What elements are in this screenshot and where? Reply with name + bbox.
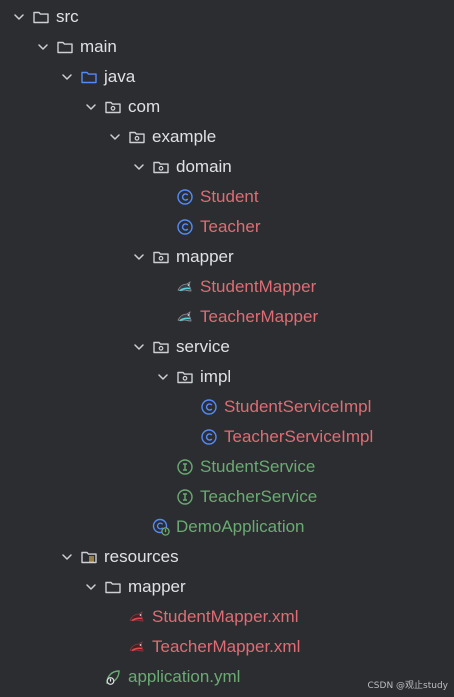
chevron-down-icon[interactable] bbox=[12, 10, 26, 24]
mybatis-mapper-icon bbox=[176, 278, 194, 296]
tree-item-label: Student bbox=[200, 187, 259, 206]
folder-icon bbox=[104, 578, 122, 596]
tree-item-label: StudentServiceImpl bbox=[224, 397, 372, 416]
tree-item[interactable]: StudentService bbox=[0, 452, 454, 482]
tree-item[interactable]: resources bbox=[0, 542, 454, 572]
tree-item-label: TeacherServiceImpl bbox=[224, 427, 374, 446]
class-icon bbox=[200, 398, 218, 416]
package-icon bbox=[104, 98, 122, 116]
chevron-down-icon[interactable] bbox=[108, 130, 122, 144]
class-icon bbox=[176, 218, 194, 236]
tree-item-label: mapper bbox=[128, 577, 186, 596]
tree-item[interactable]: com bbox=[0, 92, 454, 122]
chevron-down-icon[interactable] bbox=[132, 340, 146, 354]
mybatis-mapper-icon bbox=[176, 308, 194, 326]
tree-item-label: StudentMapper.xml bbox=[152, 607, 299, 626]
tree-item-label: java bbox=[104, 67, 136, 86]
tree-item[interactable]: DemoApplication bbox=[0, 512, 454, 542]
tree-item-label: com bbox=[128, 97, 161, 116]
tree-item-label: src bbox=[56, 7, 79, 26]
tree-item-label: main bbox=[80, 37, 117, 56]
tree-item[interactable]: domain bbox=[0, 152, 454, 182]
mybatis-xml-icon bbox=[128, 608, 146, 626]
tree-item[interactable]: TeacherMapper.xml bbox=[0, 632, 454, 662]
tree-item-label: resources bbox=[104, 547, 179, 566]
tree-item-label: StudentMapper bbox=[200, 277, 317, 296]
tree-item[interactable]: main bbox=[0, 32, 454, 62]
resources-folder-icon bbox=[80, 548, 98, 566]
package-icon bbox=[128, 128, 146, 146]
tree-item[interactable]: StudentMapper.xml bbox=[0, 602, 454, 632]
tree-item[interactable]: Student bbox=[0, 182, 454, 212]
tree-item[interactable]: StudentServiceImpl bbox=[0, 392, 454, 422]
tree-item[interactable]: Teacher bbox=[0, 212, 454, 242]
tree-item-label: impl bbox=[200, 367, 232, 386]
chevron-down-icon[interactable] bbox=[60, 550, 74, 564]
interface-icon bbox=[176, 488, 194, 506]
tree-item[interactable]: StudentMapper bbox=[0, 272, 454, 302]
class-icon bbox=[200, 428, 218, 446]
package-icon bbox=[152, 158, 170, 176]
tree-item-label: TeacherMapper bbox=[200, 307, 319, 326]
chevron-down-icon[interactable] bbox=[156, 370, 170, 384]
mybatis-xml-icon bbox=[128, 638, 146, 656]
folder-icon bbox=[32, 8, 50, 26]
folder-icon bbox=[56, 38, 74, 56]
package-icon bbox=[152, 338, 170, 356]
tree-item-label: mapper bbox=[176, 247, 234, 266]
tree-item[interactable]: TeacherServiceImpl bbox=[0, 422, 454, 452]
tree-item[interactable]: example bbox=[0, 122, 454, 152]
chevron-down-icon[interactable] bbox=[60, 70, 74, 84]
tree-item[interactable]: java bbox=[0, 62, 454, 92]
tree-item-label: Teacher bbox=[200, 217, 261, 236]
tree-item-label: application.yml bbox=[128, 667, 241, 686]
tree-item[interactable]: TeacherService bbox=[0, 482, 454, 512]
tree-item-label: domain bbox=[176, 157, 232, 176]
tree-item-label: TeacherMapper.xml bbox=[152, 637, 301, 656]
chevron-down-icon[interactable] bbox=[84, 100, 98, 114]
source-folder-icon bbox=[80, 68, 98, 86]
chevron-down-icon[interactable] bbox=[132, 250, 146, 264]
watermark: CSDN @观止study bbox=[367, 681, 448, 691]
tree-item[interactable]: mapper bbox=[0, 242, 454, 272]
package-icon bbox=[176, 368, 194, 386]
tree-item-label: service bbox=[176, 337, 230, 356]
spring-yml-icon bbox=[104, 668, 122, 686]
tree-item-label: StudentService bbox=[200, 457, 316, 476]
class-icon bbox=[176, 188, 194, 206]
spring-boot-class-icon bbox=[152, 518, 170, 536]
interface-icon bbox=[176, 458, 194, 476]
chevron-down-icon[interactable] bbox=[132, 160, 146, 174]
tree-item-label: DemoApplication bbox=[176, 517, 305, 536]
tree-item[interactable]: src bbox=[0, 2, 454, 32]
chevron-down-icon[interactable] bbox=[36, 40, 50, 54]
tree-item-label: example bbox=[152, 127, 217, 146]
tree-item[interactable]: mapper bbox=[0, 572, 454, 602]
tree-item[interactable]: impl bbox=[0, 362, 454, 392]
chevron-down-icon[interactable] bbox=[84, 580, 98, 594]
package-icon bbox=[152, 248, 170, 266]
tree-item-label: TeacherService bbox=[200, 487, 318, 506]
tree-item[interactable]: service bbox=[0, 332, 454, 362]
tree-item[interactable]: TeacherMapper bbox=[0, 302, 454, 332]
tree-item[interactable]: application.yml bbox=[0, 662, 454, 692]
